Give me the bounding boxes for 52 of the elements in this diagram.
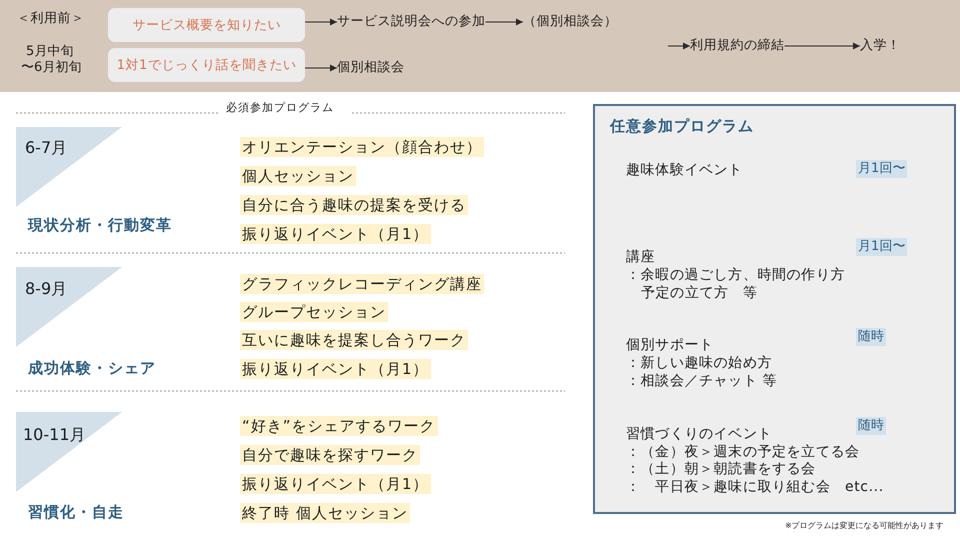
item-detail: ：（金）夜＞週末の予定を立てる会 <box>626 443 860 461</box>
item-detail: ： 平日夜＞趣味に取り組む会 etc... <box>626 478 884 496</box>
item-detail: ：新しい趣味の始め方 <box>626 354 772 372</box>
arrow <box>784 42 860 50</box>
highlighted-item: 振り返りイベント（月1） <box>240 359 431 379</box>
highlighted-item: 互いに趣味を提案し合うワーク <box>240 330 468 350</box>
phase-title: 習慣化・自走 <box>28 502 124 522</box>
highlighted-item: グループセッション <box>240 302 388 322</box>
arrow <box>304 64 338 72</box>
item-title: 趣味体験イベント <box>626 161 743 179</box>
step-label: 利用規約の締結 <box>690 38 784 54</box>
arrow <box>668 42 690 50</box>
step-label: （個別相談会） <box>523 14 618 30</box>
choice-card: 1対1でじっくり話を聞きたい <box>108 48 305 82</box>
phase-title: 成功体験・シェア <box>28 358 156 378</box>
phase-title: 現状分析・行動変革 <box>28 215 172 235</box>
step-label: 入学！ <box>860 38 900 54</box>
period-label: 10-11月 <box>23 425 86 445</box>
frequency-tag: 随時 <box>856 417 886 435</box>
frequency-tag: 随時 <box>856 328 886 346</box>
item-detail: 予定の立て方 等 <box>641 284 758 302</box>
item-title: 個別サポート <box>626 336 714 354</box>
highlighted-item: 振り返りイベント（月1） <box>240 474 431 494</box>
panel-heading: 任意参加プログラム <box>610 116 754 136</box>
highlighted-item: 終了時 個人セッション <box>240 503 410 523</box>
highlighted-item: “好き”をシェアするワーク <box>240 416 438 436</box>
item-detail: ：相談会／チャット 等 <box>626 372 778 390</box>
info-panel <box>593 104 956 514</box>
arrow <box>485 18 524 26</box>
choice-card: サービス概要を知りたい <box>108 8 305 42</box>
step-label: サービス説明会への参加 <box>337 14 486 30</box>
period-label: 6-7月 <box>25 138 68 158</box>
highlighted-item: 個人セッション <box>240 166 356 186</box>
arrow <box>304 18 338 26</box>
footnote: ※プログラムは変更になる可能性があります <box>785 521 944 531</box>
step-label: 個別相談会 <box>337 60 404 76</box>
highlighted-item: 振り返りイベント（月1） <box>240 224 431 244</box>
frequency-tag: 月1回〜 <box>856 160 908 178</box>
item-detail: ：余暇の過ごし方、時間の作り方 <box>626 266 845 284</box>
date-range: 5月中旬〜6月初旬 <box>21 44 82 76</box>
item-title: 習慣づくりのイベント <box>626 425 772 443</box>
highlighted-item: 自分で趣味を探すワーク <box>240 445 420 465</box>
section-heading: ＜利用前＞ <box>17 11 84 27</box>
period-label: 8-9月 <box>25 279 68 299</box>
frequency-tag: 月1回〜 <box>856 238 908 256</box>
highlighted-item: グラフィックレコーディング講座 <box>240 274 484 294</box>
highlighted-item: 自分に合う趣味の提案を受ける <box>240 195 468 215</box>
section-heading: 必須参加プログラム <box>226 101 334 115</box>
header-band <box>0 0 960 92</box>
item-detail: ：（土）朝＞朝読書をする会 <box>626 460 816 478</box>
highlighted-item: オリエンテーション（顔合わせ） <box>240 137 484 157</box>
item-title: 講座 <box>626 248 656 266</box>
